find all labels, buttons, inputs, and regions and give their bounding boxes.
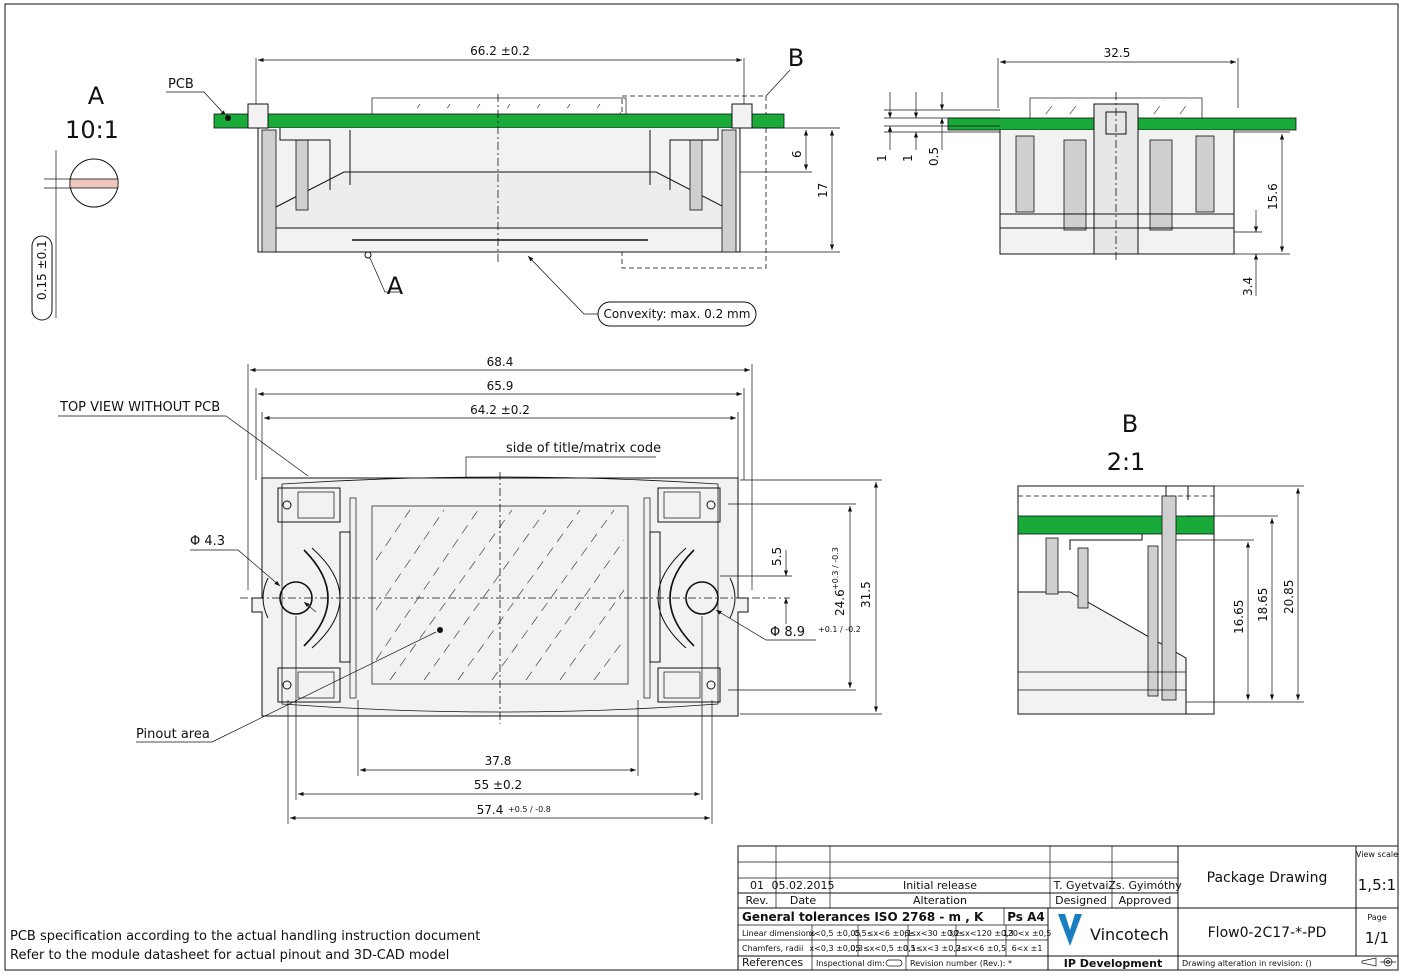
detail-view-a: A 10:1 0.15 ±0.1 xyxy=(31,82,119,321)
note-line-1: PCB specification according to the actua… xyxy=(10,929,480,944)
b-h2085-dim: 20.85 xyxy=(1282,580,1296,614)
title-side-label: side of title/matrix code xyxy=(506,441,661,456)
revision-number: Revision number (Rev.): * xyxy=(910,959,1012,968)
chamfers-radii: Chamfers, radii xyxy=(742,944,803,953)
ch-tol-3: 0,5≤x<3 ±0,2 xyxy=(903,944,961,953)
top-b55-dim: 55 ±0.2 xyxy=(474,778,522,792)
top-w659-dim: 65.9 xyxy=(487,379,514,393)
projection-symbol-icon xyxy=(1361,957,1396,967)
lin-tol-5: 120<x ±0,5 xyxy=(1003,929,1052,938)
side-h34-dim: 3.4 xyxy=(1241,277,1255,296)
view-a-dim: 0.15 ±0.1 xyxy=(35,240,49,300)
hole-dia-small-tol: +0.1 / -0.2 xyxy=(818,625,861,634)
pcb-label: PCB xyxy=(168,77,194,92)
detail-b-pcb xyxy=(1017,515,1215,535)
lin-tol-3: 6≤x<30 ±0,2 xyxy=(904,929,959,938)
side-h156-dim: 15.6 xyxy=(1266,183,1280,210)
page-label: Page xyxy=(1367,913,1386,922)
note-line-2: Refer to the module datasheet for actual… xyxy=(10,948,449,963)
top-b574-dim: 57.4 xyxy=(477,803,504,817)
inspectional-dim: Inspectional dim: xyxy=(816,959,885,968)
department: IP Development xyxy=(1064,957,1162,970)
ch-tol-5: 6<x ±1 xyxy=(1012,944,1043,953)
approver-name: Zs. Gyimóthy xyxy=(1108,879,1182,892)
convexity-box xyxy=(597,301,757,327)
general-tolerances: General tolerances ISO 2768 - m , K xyxy=(742,910,984,924)
top-w684-dim: 68.4 xyxy=(487,355,514,369)
top-b574-tol: +0.5 / -0.8 xyxy=(508,805,551,814)
designer-name: T. Gyetvai xyxy=(1053,879,1109,892)
detail-view-b: B 2:1 16.65 18.65 20.85 xyxy=(1017,410,1304,715)
side-t1b-dim: 1 xyxy=(901,154,915,162)
ch-tol-2: 0,3≤x<0,5 ±0,1 xyxy=(850,944,916,953)
sheet-frame xyxy=(4,3,1399,971)
top-v55-dim: 5.5 xyxy=(770,547,784,566)
inspectional-dim-symbol xyxy=(885,959,903,967)
pinout-label: Pinout area xyxy=(136,727,210,742)
detail-marker-a: A xyxy=(387,272,404,300)
front-view: PCB 66.2 ±0.2 B xyxy=(166,44,840,327)
col-designed: Designed xyxy=(1055,894,1107,907)
b-h1665-dim: 16.65 xyxy=(1232,600,1246,634)
lin-tol-1: x<0,5 ±0,05 xyxy=(809,929,860,938)
lin-tol-2: 0,5≤x<6 ±0,1 xyxy=(854,929,912,938)
linear-dimensions: Linear dimensions xyxy=(742,929,815,938)
corner-pockets xyxy=(277,487,721,703)
rev-no: 01 xyxy=(750,879,764,892)
ch-tol-4: 3≤x<6 ±0,5 xyxy=(956,944,1006,953)
view-b-label: B xyxy=(1122,410,1138,438)
section-marker-b: B xyxy=(788,44,804,72)
top-view: 68.4 65.9 64.2 ±0.2 TOP VIEW WITHOUT PCB… xyxy=(58,355,882,824)
col-approved: Approved xyxy=(1119,894,1172,907)
front-h6-dim: 6 xyxy=(790,150,804,158)
view-scale-label: View scale xyxy=(1356,850,1398,859)
view-a-label: A xyxy=(88,82,105,110)
document-number: Flow0-2C17-*-PD xyxy=(1208,925,1327,941)
top-w642-dim: 64.2 ±0.2 xyxy=(470,403,530,417)
col-alteration: Alteration xyxy=(913,894,967,907)
top-b378-dim: 37.8 xyxy=(485,754,512,768)
view-scale: 1,5:1 xyxy=(1358,876,1396,894)
front-pcb xyxy=(213,113,785,129)
side-view: 32.5 1 1 0.5 xyxy=(875,46,1297,296)
vincotech-logo-icon xyxy=(1058,914,1082,946)
col-rev: Rev. xyxy=(745,894,768,907)
side-t05-dim: 0.5 xyxy=(927,147,941,166)
side-width-dim: 32.5 xyxy=(1104,46,1131,60)
front-h17-dim: 17 xyxy=(816,183,830,198)
top-v315-dim: 31.5 xyxy=(859,581,873,608)
hole-dia-label: Φ 4.3 xyxy=(190,534,225,549)
references-label: References xyxy=(742,956,803,969)
top-v246-dim: 24.6 xyxy=(833,589,847,616)
title-block: 01 05.02.2015 Initial release T. Gyetvai… xyxy=(737,845,1399,971)
top-view-label: TOP VIEW WITHOUT PCB xyxy=(59,400,220,415)
page-number: 1/1 xyxy=(1365,929,1389,947)
view-b-scale: 2:1 xyxy=(1107,448,1146,476)
drawing-title: Package Drawing xyxy=(1207,870,1328,886)
hole-dia-small-label: Φ 8.9 xyxy=(770,625,805,640)
top-v246-tol: +0.3 / -0.3 xyxy=(831,547,840,590)
ch-tol-1: x<0,3 ±0,05 xyxy=(809,944,860,953)
side-t1a-dim: 1 xyxy=(875,154,889,162)
company-name: Vincotech xyxy=(1090,925,1169,944)
convexity-note: Convexity: max. 0.2 mm xyxy=(604,307,751,321)
view-a-dim-box xyxy=(31,235,53,321)
view-a-scale: 10:1 xyxy=(65,116,119,144)
rev-alteration: Initial release xyxy=(903,879,977,892)
rev-date: 05.02.2015 xyxy=(772,879,835,892)
b-h1865-dim: 18.65 xyxy=(1256,588,1270,622)
front-width-dim: 66.2 ±0.2 xyxy=(470,44,530,58)
alteration-note: Drawing alteration in revision: () xyxy=(1182,959,1312,968)
lin-tol-4: 30≤x<120 ±0,3 xyxy=(948,929,1014,938)
detail-a-layer xyxy=(69,178,119,189)
paper-size: Ps A4 xyxy=(1007,910,1045,924)
col-date: Date xyxy=(790,894,817,907)
